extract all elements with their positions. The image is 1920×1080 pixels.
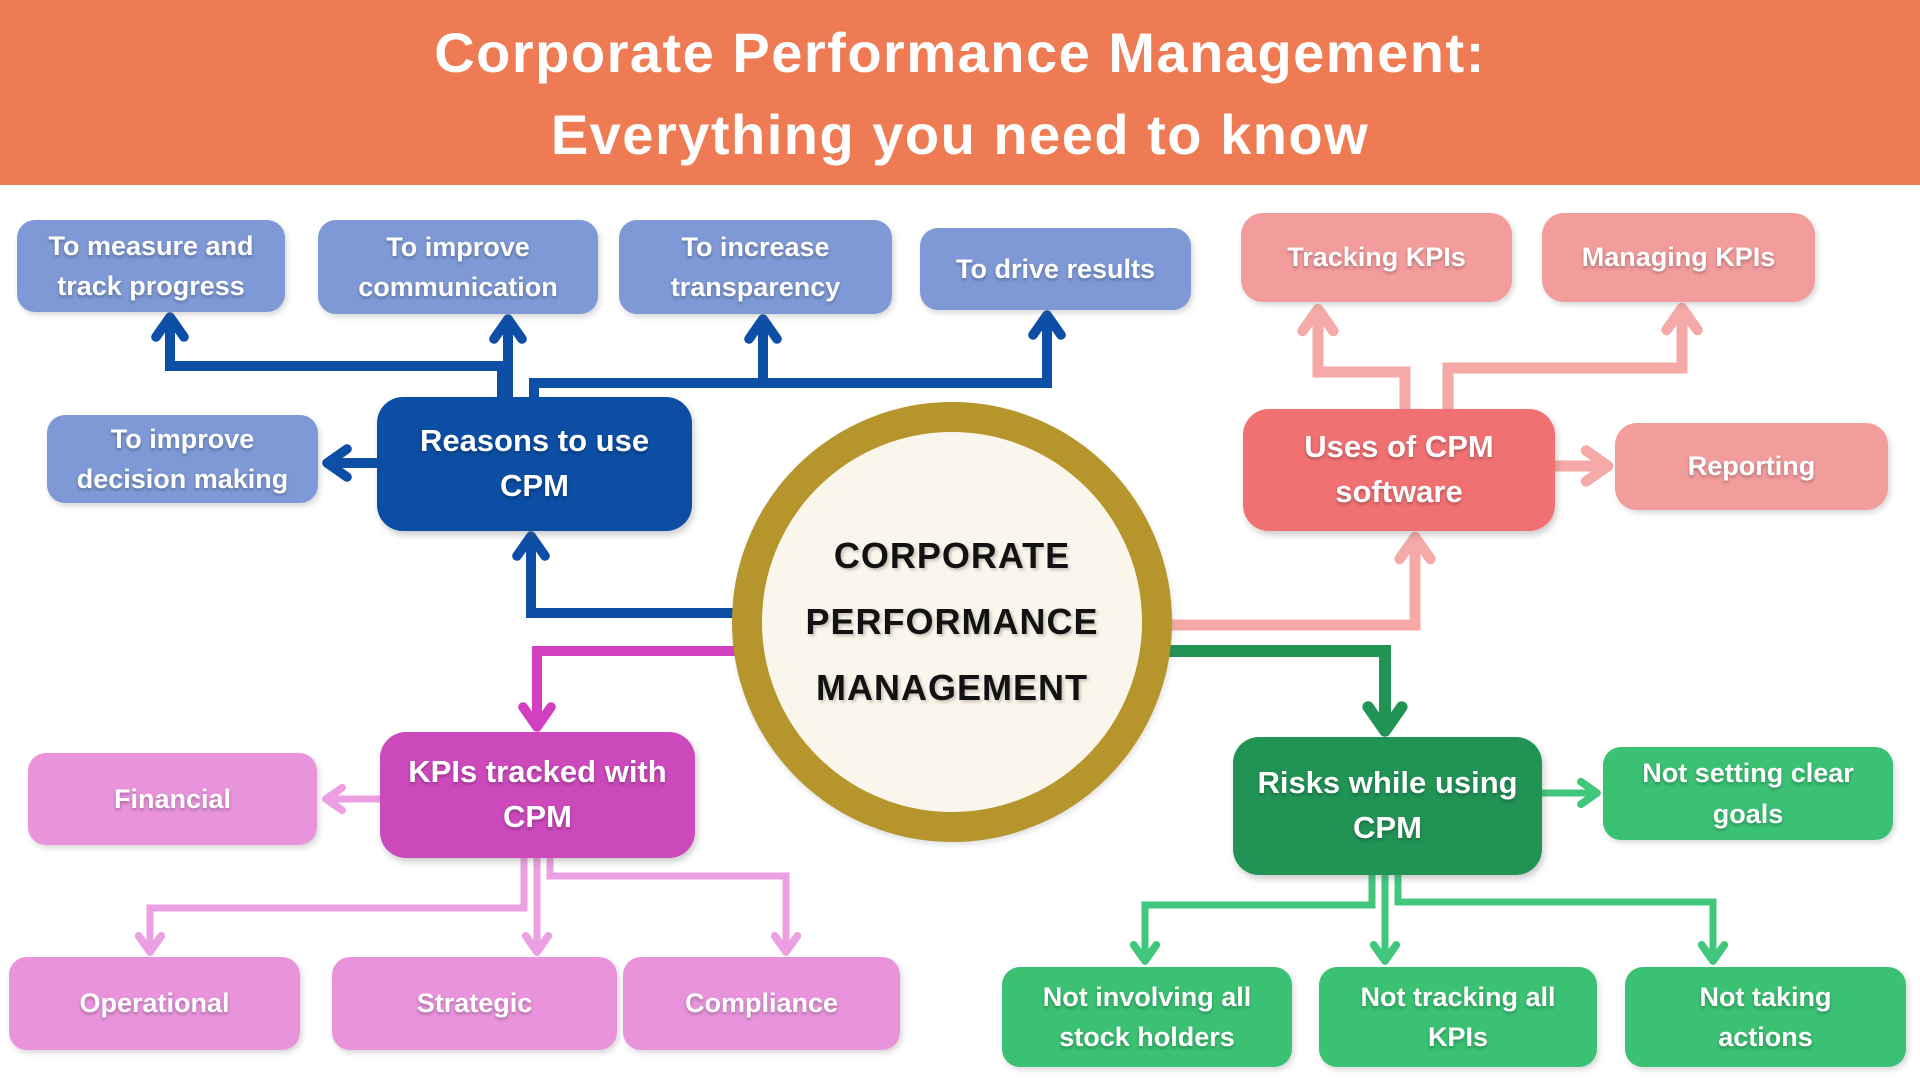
arrow-circle-to-risks	[1160, 645, 1408, 737]
center-title-line-3: MANAGEMENT	[816, 667, 1088, 708]
node-reporting: Reporting	[1615, 423, 1888, 510]
node-label: To improve communication	[358, 231, 558, 303]
arrow-uses-to-managing	[1442, 302, 1703, 409]
node-not-taking-actions: Not taking actions	[1625, 967, 1906, 1067]
node-label: To measure and track progress	[48, 230, 254, 302]
center-title-line-2: PERFORMANCE	[805, 601, 1099, 642]
node-increase-transparency: To increase transparency	[619, 220, 892, 314]
page-title-line-1: Corporate Performance Management:	[434, 20, 1486, 84]
branch-label: KPIs tracked with CPM	[408, 754, 667, 834]
branch-uses-of-cpm-software: Uses of CPM software	[1243, 409, 1555, 531]
center-title-line-1: CORPORATE	[833, 535, 1071, 576]
arrow-circle-to-kpis	[518, 646, 745, 732]
node-strategic: Strategic	[332, 957, 617, 1050]
node-financial: Financial	[28, 753, 317, 845]
node-label: To drive results	[955, 253, 1156, 284]
arrow-circle-to-reasons	[512, 531, 745, 618]
node-label: Not involving all stock holders	[1042, 981, 1252, 1053]
node-not-tracking-all-kpis: Not tracking all KPIs	[1319, 967, 1597, 1067]
node-drive-results: To drive results	[920, 228, 1191, 310]
node-label: Tracking KPIs	[1287, 242, 1466, 273]
title-banner: Corporate Performance Management: Everyt…	[0, 0, 1920, 185]
node-label: Compliance	[684, 988, 839, 1019]
arrow-uses-to-tracking	[1297, 303, 1411, 409]
branch-reasons-to-use-cpm: Reasons to use CPM	[377, 397, 692, 531]
node-not-involving-stock-holders: Not involving all stock holders	[1002, 967, 1292, 1067]
node-label: Reporting	[1687, 451, 1816, 482]
branch-risks-while-using-cpm: Risks while using CPM	[1233, 737, 1542, 875]
node-label: Not taking actions	[1699, 981, 1832, 1053]
arrow-risks-to-stock-holders	[1129, 875, 1376, 965]
node-label: Managing KPIs	[1581, 242, 1776, 273]
branch-label: Reasons to use CPM	[419, 423, 650, 503]
arrow-kpis-to-operational	[134, 858, 528, 956]
node-not-setting-clear-goals: Not setting clear goals	[1603, 747, 1893, 840]
node-improve-communication: To improve communication	[318, 220, 598, 314]
node-label: Not setting clear goals	[1642, 758, 1854, 829]
node-label: Financial	[113, 783, 232, 814]
node-operational: Operational	[9, 957, 300, 1050]
node-label: Operational	[79, 988, 230, 1019]
arrow-reasons-to-drive-results	[529, 310, 1066, 397]
node-label: Not tracking all KPIs	[1360, 981, 1556, 1053]
node-compliance: Compliance	[623, 957, 900, 1050]
node-label: To increase transparency	[670, 231, 841, 303]
center-topic-circle: CORPORATE PERFORMANCE MANAGEMENT	[732, 402, 1172, 842]
arrow-reasons-to-measure	[151, 312, 507, 397]
node-measure-track-progress: To measure and track progress	[17, 220, 285, 312]
arrow-kpis-to-compliance	[546, 858, 802, 956]
branch-label: Risks while using CPM	[1257, 765, 1518, 845]
arrow-risks-to-taking-actions	[1394, 875, 1729, 965]
node-improve-decision-making: To improve decision making	[47, 415, 318, 503]
node-label: Strategic	[416, 988, 533, 1019]
node-managing-kpis: Managing KPIs	[1542, 213, 1815, 302]
branch-kpis-tracked-with-cpm: KPIs tracked with CPM	[380, 732, 695, 858]
page-title-line-2: Everything you need to know	[550, 102, 1370, 166]
node-tracking-kpis: Tracking KPIs	[1241, 213, 1512, 302]
node-label: To improve decision making	[76, 423, 289, 495]
arrow-circle-to-uses	[1160, 531, 1436, 631]
branch-label: Uses of CPM software	[1304, 429, 1494, 509]
